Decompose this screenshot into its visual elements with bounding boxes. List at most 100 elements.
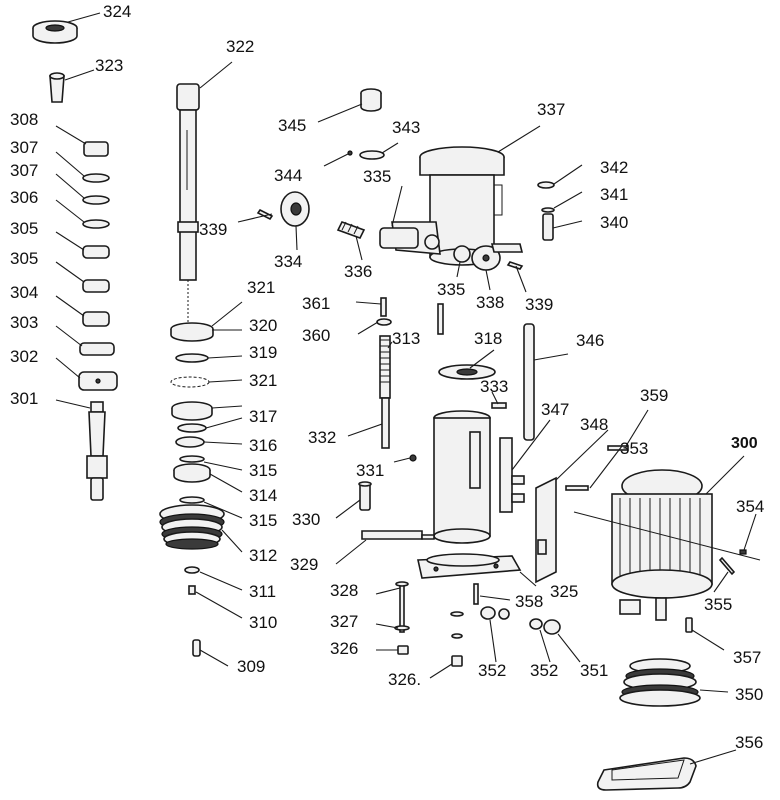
part-300-motor [611,469,713,621]
part-358-screw [473,583,479,605]
part-361-pin [380,297,387,317]
part-352-washer-b [498,608,510,620]
part-354-pin [739,549,747,555]
callout-315a: 315 [249,461,278,480]
part-329-handle [361,530,435,540]
part-347-bracket [499,437,525,513]
part-342-washer [537,181,555,189]
callout-306: 306 [10,188,39,207]
part-305-bearing-a [82,245,110,259]
part-336-worm [336,221,366,239]
part-321-ring-top [170,322,214,342]
part-331-pin [409,454,417,462]
part-348-motor-plate [535,476,557,584]
callout-351: 351 [580,661,609,680]
part-339-screw-right [506,261,524,270]
part-302-collar [78,371,118,391]
callout-326b: 326. [388,670,422,689]
callout-346: 346 [576,331,605,350]
callout-321a: 321 [247,278,276,297]
part-313-rack [379,335,391,449]
callout-360: 360 [302,326,331,345]
part-323-collet [49,72,65,103]
part-325-base [417,553,522,579]
part-309-key [192,639,201,657]
callout-332: 332 [308,428,337,447]
part-341-washer [541,207,555,213]
callout-305a: 305 [10,219,39,238]
part-324-cap [32,20,78,44]
callout-314: 314 [249,486,278,505]
callout-302: 302 [10,347,39,366]
part-334-flange [280,191,310,227]
part-343-ring [359,150,385,160]
callout-338: 338 [476,293,505,312]
callout-324: 324 [103,2,132,21]
part-326-nut-a [397,645,409,655]
callout-331: 331 [356,461,385,480]
callout-310: 310 [249,613,278,632]
callout-328: 328 [330,581,359,600]
callout-357: 357 [733,648,762,667]
part-333-screw [491,402,507,409]
part-307-washer-b [82,195,110,205]
callout-359: 359 [640,386,669,405]
callout-337: 337 [537,100,566,119]
part-306-washer [82,219,110,229]
callout-313: 313 [392,329,421,348]
part-339-screw-left [256,208,274,221]
callout-315b: 315 [249,511,278,530]
callout-352a: 352 [478,661,507,680]
part-321-ring-circlip [170,376,210,388]
part-345-knob [360,88,382,112]
part-355-screw [718,556,736,576]
part-335-shaft [379,221,441,255]
callout-340: 340 [600,213,629,232]
callout-356: 356 [735,733,764,752]
part-346-rod [523,323,535,441]
callout-355: 355 [704,595,733,614]
part-315-washer-top [179,455,205,463]
callout-333: 333 [480,377,509,396]
callout-319: 319 [249,343,278,362]
callout-342: 342 [600,158,629,177]
callout-335a: 335 [363,167,392,186]
callout-300: 300 [731,435,758,452]
part-351-nut [543,619,561,635]
part-357-key [685,617,693,633]
callout-312: 312 [249,546,278,565]
callout-307b: 307 [10,161,39,180]
callout-301: 301 [10,389,39,408]
callout-318: 318 [474,329,503,348]
part-352-nut-a [480,606,496,620]
callout-339a: 339 [199,220,228,239]
part-356-belt [596,757,697,791]
part-332-column [433,410,491,544]
callout-305b: 305 [10,249,39,268]
callout-329: 329 [290,555,319,574]
callout-320: 320 [249,316,278,335]
part-317-washer [177,423,207,433]
callout-339b: 339 [525,295,554,314]
part-344-pin [347,150,353,156]
callout-308: 308 [10,110,39,129]
callout-350: 350 [735,685,764,704]
callout-304: 304 [10,283,39,302]
callout-307a: 307 [10,138,39,157]
part-318-washer [438,364,496,380]
part-353-bolt [565,485,589,491]
part-308-pulley-flange [490,243,524,253]
part-307-washer-a [82,173,110,183]
callout-330: 330 [292,510,321,529]
part-359-bolt [607,445,629,451]
part-360-ring [376,318,392,326]
callout-358: 358 [515,592,544,611]
callout-325: 325 [550,582,579,601]
part-305-bearing-b [82,279,110,293]
part-301-spindle [86,401,108,501]
part-311-nut [184,566,200,574]
callout-347: 347 [541,400,570,419]
callout-354: 354 [736,497,765,516]
